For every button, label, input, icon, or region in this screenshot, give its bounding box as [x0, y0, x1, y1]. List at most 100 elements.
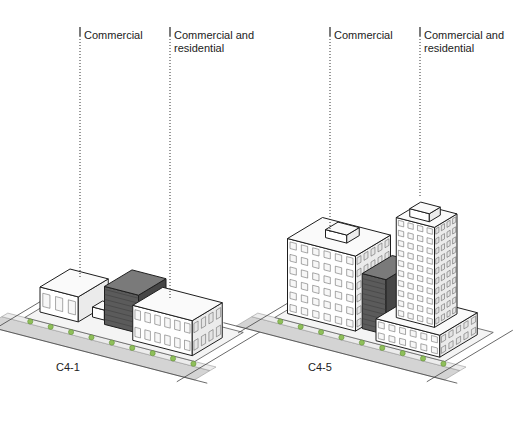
window [301, 257, 307, 265]
window [421, 344, 427, 351]
window [194, 321, 198, 333]
street-tree [89, 335, 94, 340]
facade-texture [362, 304, 386, 310]
leader-tick [79, 27, 80, 36]
window [398, 270, 403, 277]
window [68, 300, 75, 315]
window [441, 334, 445, 342]
window [447, 250, 450, 257]
window [400, 338, 406, 345]
window [209, 330, 213, 342]
window [436, 287, 439, 294]
building-roof [410, 202, 441, 214]
facade-texture [362, 284, 386, 290]
facade-texture [362, 299, 386, 305]
window [155, 332, 161, 343]
window [347, 282, 353, 290]
window [357, 256, 361, 265]
callout-label: Commercial and residential [424, 29, 512, 55]
window [408, 263, 413, 270]
building-front [362, 274, 386, 335]
window [385, 239, 389, 248]
window [417, 315, 422, 322]
window [417, 305, 422, 312]
window [410, 330, 416, 337]
window [441, 304, 444, 311]
street-tree [48, 324, 53, 329]
leader-tick [419, 27, 420, 36]
window [290, 267, 296, 275]
window [453, 277, 456, 284]
window [441, 284, 444, 291]
window [447, 270, 450, 277]
window [453, 237, 456, 244]
window [408, 313, 413, 320]
window [216, 308, 220, 320]
window [155, 315, 161, 326]
window [408, 223, 413, 230]
window [398, 290, 403, 297]
window [427, 278, 432, 285]
window [216, 325, 220, 337]
facade-texture [362, 294, 386, 300]
window [456, 325, 460, 333]
street-tree [298, 324, 303, 329]
rooftop-structure [410, 202, 441, 222]
window [357, 268, 361, 277]
window [449, 330, 453, 338]
window [464, 332, 468, 340]
window [447, 220, 450, 227]
window [436, 277, 439, 284]
window [313, 273, 319, 281]
rooftop-structure [326, 222, 360, 243]
window [175, 337, 181, 348]
window [408, 283, 413, 290]
window [408, 303, 413, 310]
window [441, 264, 444, 271]
window [313, 310, 319, 318]
window [313, 285, 319, 293]
residential-tower [396, 204, 457, 327]
leader-line [80, 36, 81, 278]
window [436, 237, 439, 244]
window [449, 341, 453, 349]
commercial-building [40, 269, 108, 322]
street-tree [109, 340, 114, 345]
window [301, 282, 307, 290]
window [335, 266, 341, 274]
window [201, 334, 205, 346]
leader-layer [80, 27, 420, 298]
window [347, 319, 353, 327]
window [408, 273, 413, 280]
window [335, 279, 341, 287]
window [324, 276, 330, 284]
window [290, 279, 296, 287]
window [56, 297, 63, 312]
window [441, 234, 444, 241]
window [301, 245, 307, 253]
window [324, 288, 330, 296]
facade-texture [362, 279, 386, 285]
window [441, 345, 445, 353]
window [453, 217, 456, 224]
window [421, 333, 427, 340]
window [357, 293, 361, 302]
window [347, 269, 353, 277]
window [427, 308, 432, 315]
window [398, 250, 403, 257]
window [441, 244, 444, 251]
street-tree [441, 361, 446, 366]
window [398, 230, 403, 237]
window [408, 243, 413, 250]
window [389, 324, 395, 331]
window [427, 268, 432, 275]
street-tree [400, 351, 405, 356]
window [471, 327, 475, 335]
window [417, 235, 422, 242]
window [313, 248, 319, 256]
window [427, 238, 432, 245]
window [185, 323, 191, 334]
facade-texture [105, 289, 139, 298]
window [447, 260, 450, 267]
leader-line [170, 36, 171, 298]
